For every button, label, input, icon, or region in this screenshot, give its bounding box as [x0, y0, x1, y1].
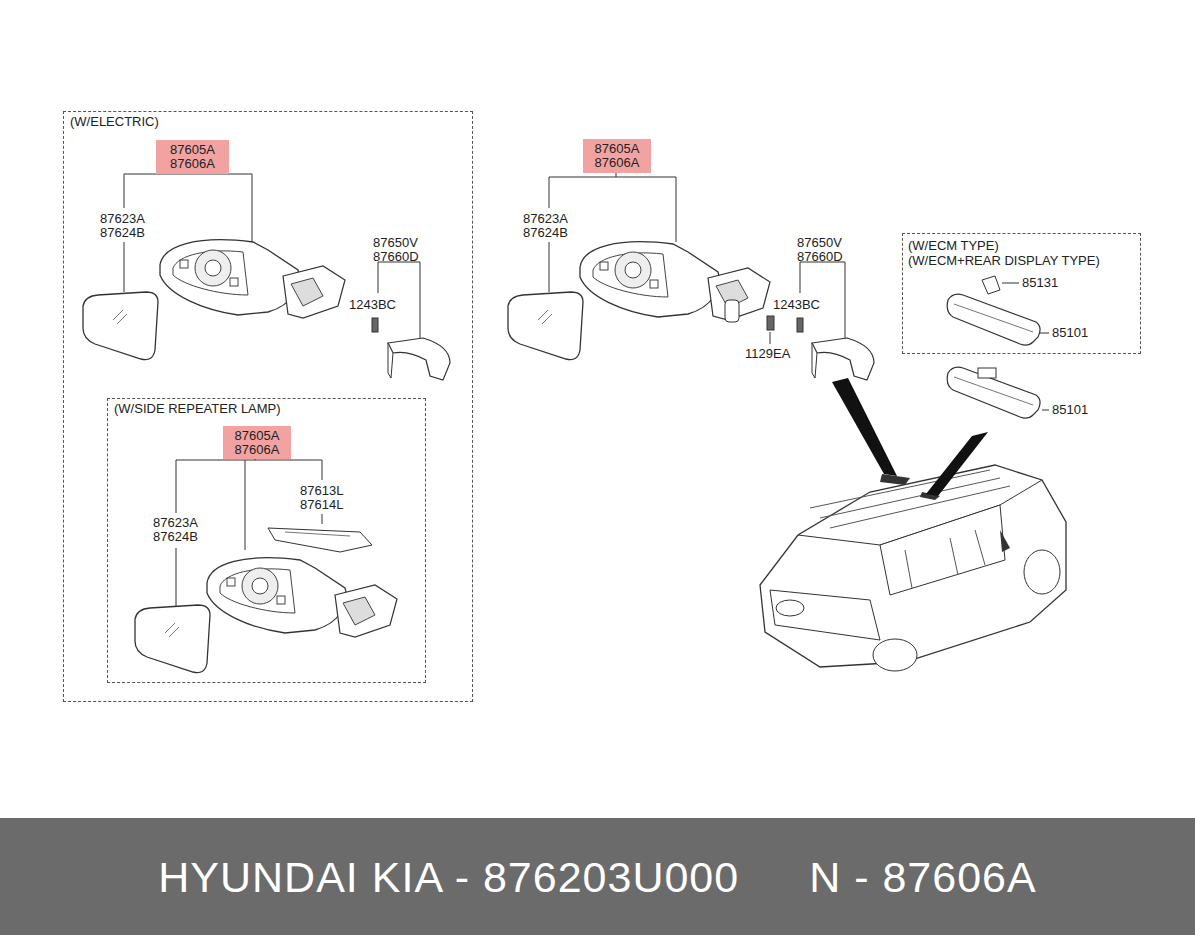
group-heading: (W/ECM+REAR DISPLAY TYPE) [908, 254, 1100, 268]
group-box: (W/ELECTRIC)87605A87606A(W/SIDE REPEATER… [63, 111, 473, 702]
group-box: (W/ECM TYPE)(W/ECM+REAR DISPLAY TYPE) [902, 233, 1141, 354]
callout-number: 87650V [373, 236, 418, 250]
callout-number: 87650V [797, 236, 842, 250]
part-number: 87605A [595, 142, 640, 156]
highlight-box: 87605A87606A [156, 140, 229, 174]
callout-number: 87660D [797, 250, 843, 264]
part-number: 87605A [235, 429, 280, 443]
callout-number: 87624B [523, 226, 568, 240]
group-heading: (W/ECM TYPE) [908, 239, 999, 253]
callout-number: 87623A [153, 516, 198, 530]
callout-number: 1243BC [349, 298, 396, 312]
callout-number: 87624B [153, 530, 198, 544]
callout-number: 87614L [300, 498, 343, 512]
callout-number: 87660D [373, 250, 419, 264]
part-number-text: N - 87606A [809, 852, 1037, 902]
group-heading: (W/ELECTRIC) [70, 115, 159, 129]
callout-number: 87623A [100, 212, 145, 226]
callout-number: 85131 [1022, 276, 1058, 290]
highlight-box: 87605A87606A [223, 426, 291, 459]
callout-number: 85101 [1052, 403, 1088, 417]
part-number: 87606A [235, 443, 280, 457]
callout-number: 87623A [523, 212, 568, 226]
highlight-box: 87605A87606A [583, 139, 651, 173]
part-number-text: HYUNDAI KIA - 876203U000 [158, 852, 739, 902]
callout-number: 87613L [300, 484, 343, 498]
part-number: 87605A [170, 143, 215, 157]
callout-number: 1243BC [773, 298, 820, 312]
callout-number: 85101 [1052, 326, 1088, 340]
title-band: HYUNDAI KIA - 876203U000 N - 87606A [0, 818, 1195, 935]
callout-number: 87624B [100, 226, 145, 240]
group-heading: (W/SIDE REPEATER LAMP) [114, 402, 281, 416]
part-number: 87606A [170, 157, 215, 171]
callout-number: 1129EA [745, 347, 790, 361]
part-number: 87606A [595, 156, 640, 170]
